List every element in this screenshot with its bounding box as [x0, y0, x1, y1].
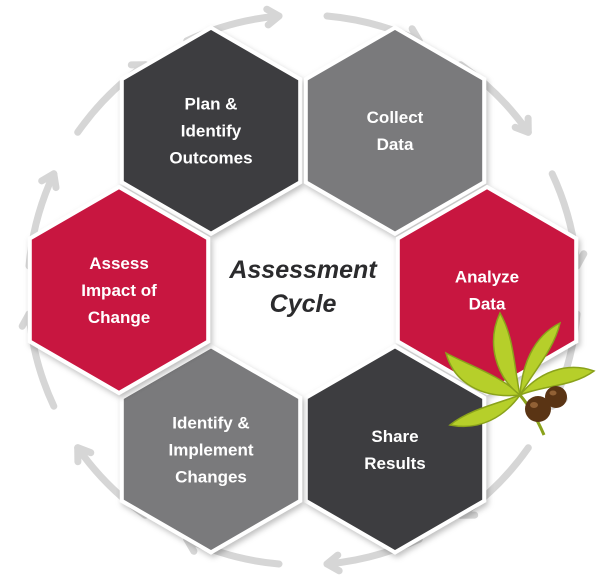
hexagon-shape [119, 25, 303, 237]
hexagon-shape [27, 184, 211, 396]
hexagon-shape [119, 343, 303, 555]
center-title-line-1: Assessment [228, 256, 378, 284]
cycle-arrowhead-icon [38, 170, 60, 192]
step-label-line: Outcomes [169, 149, 252, 168]
center-title-line-2: Cycle [270, 290, 337, 318]
step-label-line: Share [371, 427, 418, 446]
step-label-line: Assess [89, 254, 149, 273]
step-label-line: Analyze [455, 268, 519, 287]
cycle-arrowhead-icon [74, 444, 95, 466]
step-label-line: Implement [168, 440, 253, 459]
step-label-line: Identify [181, 122, 242, 141]
step-label-line: Data [469, 295, 506, 314]
step-label-line: Results [364, 454, 425, 473]
step-label-line: Impact of [81, 281, 157, 300]
hexagon-shape [303, 25, 487, 237]
cycle-arrowhead-icon [263, 5, 283, 29]
center-title: Assessment Cycle [228, 256, 378, 318]
hexagon-ring: Plan &IdentifyOutcomesCollectDataAnalyze… [27, 25, 579, 555]
step-label-line: Changes [175, 467, 247, 486]
step-label-line: Collect [367, 108, 424, 127]
step-label-line: Data [377, 135, 414, 154]
buckeye-leaf-icon [444, 311, 596, 436]
step-label-line: Change [88, 308, 150, 327]
step-label-line: Identify & [172, 413, 249, 432]
step-label-line: Plan & [185, 95, 238, 114]
hexagon-shape [303, 343, 487, 555]
cycle-arrowhead-icon [323, 551, 343, 575]
cycle-arrowhead-icon [511, 114, 532, 136]
